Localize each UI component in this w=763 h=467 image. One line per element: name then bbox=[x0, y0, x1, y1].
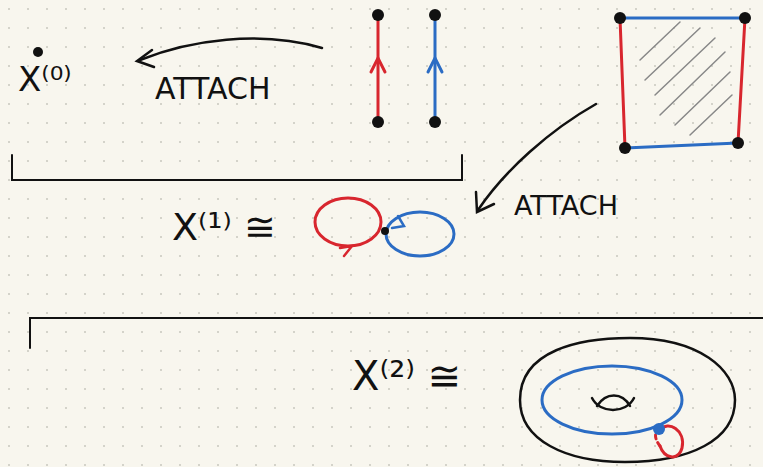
skeleton-label: X⁽¹⁾ ≅ bbox=[172, 208, 276, 246]
edge-blue bbox=[625, 143, 738, 148]
vertex bbox=[381, 227, 389, 235]
loop-blue bbox=[386, 212, 454, 256]
skeleton-label: X⁽²⁾ ≅ bbox=[352, 356, 461, 396]
vertices bbox=[614, 12, 751, 154]
vertices bbox=[372, 9, 441, 128]
orientation-arrow bbox=[371, 58, 385, 72]
arrowhead bbox=[476, 192, 494, 212]
vertex bbox=[33, 47, 43, 57]
bracket bbox=[12, 155, 462, 180]
torus-outline bbox=[520, 338, 735, 462]
edge-cell-blue bbox=[434, 16, 437, 122]
edge-cell-red bbox=[377, 16, 380, 122]
torus-hole bbox=[597, 396, 630, 407]
skeleton-label: X⁽⁰⁾ bbox=[18, 62, 72, 96]
orientation-arrow bbox=[340, 246, 352, 256]
attach-label: ATTACH bbox=[514, 192, 618, 219]
longitude-loop bbox=[542, 366, 682, 434]
edge-red bbox=[620, 18, 625, 148]
attach-label: ATTACH bbox=[155, 74, 271, 104]
vertex bbox=[653, 423, 665, 435]
bracket bbox=[30, 318, 763, 348]
orientation-arrow bbox=[392, 216, 404, 228]
edge-red bbox=[738, 18, 745, 143]
arrowhead bbox=[137, 50, 154, 67]
hatching bbox=[640, 22, 732, 135]
edge-blue bbox=[620, 17, 745, 20]
loop-red bbox=[315, 198, 381, 246]
attach-arrow bbox=[140, 39, 322, 60]
orientation-arrow bbox=[428, 58, 442, 72]
